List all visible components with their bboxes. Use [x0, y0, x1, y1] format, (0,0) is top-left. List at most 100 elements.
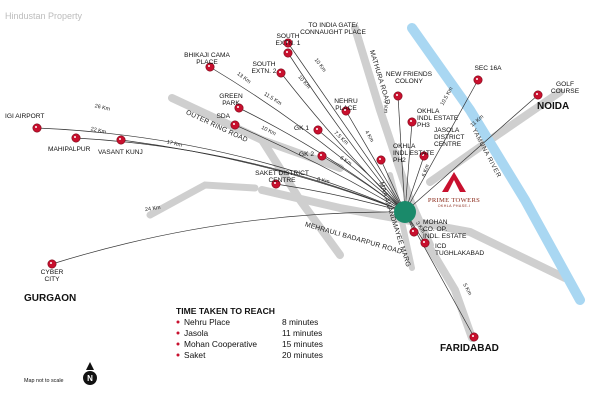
location-label: ICD: [435, 243, 447, 250]
location-pin-highlight: [423, 241, 425, 243]
location-label: DISTRICT: [434, 134, 464, 141]
location-pin[interactable]: [409, 227, 419, 237]
location-pin[interactable]: [283, 48, 293, 58]
location-pin[interactable]: [116, 135, 126, 145]
location-pin-highlight: [422, 154, 424, 156]
location-pin[interactable]: [420, 238, 430, 248]
prime-towers-logo-inner-icon: [448, 180, 460, 192]
legend-place: Mohan Cooperative: [184, 339, 257, 349]
location-label: PLACE: [335, 105, 357, 112]
location-label: GOLF: [556, 81, 574, 88]
location-pin-highlight: [316, 128, 318, 130]
region-gurgaon: GURGAON: [24, 293, 76, 304]
distance-label: 24 Km: [145, 205, 162, 213]
location-pin-highlight: [536, 93, 538, 95]
location-label: SOUTH: [252, 61, 275, 68]
location-pin-highlight: [412, 230, 414, 232]
location-pin-highlight: [237, 106, 239, 108]
distance-label: 10 Km: [296, 75, 311, 91]
route-line: [404, 94, 539, 213]
location-pin[interactable]: [71, 133, 81, 143]
legend-title: TIME TAKEN TO REACH: [176, 306, 275, 316]
legend-place: Saket: [184, 350, 206, 360]
legend-time: 8 minutes: [282, 317, 318, 327]
location-pin[interactable]: [205, 62, 215, 72]
location-label: CENTRE: [434, 141, 462, 148]
location-labels: TO INDIA GATE/CONNAUGHT PLACESOUTHEXTN. …: [5, 22, 580, 283]
location-label: SOUTH: [276, 33, 299, 40]
legend-bullet: [176, 353, 180, 357]
location-pin[interactable]: [32, 123, 42, 133]
north-letter: N: [87, 374, 93, 383]
location-label: SAKET DISTRICT: [255, 170, 309, 177]
location-label: CENTRE: [268, 177, 296, 184]
route-line: [36, 127, 406, 213]
location-label: IGI AIRPORT: [5, 113, 44, 120]
route-line: [275, 183, 406, 213]
distance-label: 11.5 Km: [263, 91, 283, 107]
location-label: TO INDIA GATE/: [308, 22, 357, 29]
location-label: EXTN. 1: [276, 40, 301, 47]
prime-towers-logo: PRIME TOWERS OKHLA PHASE-I: [428, 172, 480, 208]
legend-place: Jasola: [184, 328, 209, 338]
location-pin[interactable]: [47, 259, 57, 269]
location-pin[interactable]: [317, 151, 327, 161]
location-pin-highlight: [279, 71, 281, 73]
road-network: [146, 24, 569, 342]
location-pin-highlight: [396, 94, 398, 96]
location-pin[interactable]: [230, 120, 240, 130]
distance-label: 6 Km: [421, 163, 431, 177]
legend-place: Nehru Place: [184, 317, 230, 327]
location-label: COLONY: [395, 78, 423, 85]
location-pin[interactable]: [271, 179, 281, 189]
location-label: CITY: [44, 276, 60, 283]
location-label: BHIKAJI CAMA: [184, 52, 230, 59]
region-faridabad: FARIDABAD: [440, 343, 499, 354]
travel-time-legend: TIME TAKEN TO REACH Nehru Place 8 minutes…: [176, 306, 323, 360]
distance-label: 8 Km: [316, 177, 330, 186]
location-label: PLACE: [196, 59, 218, 66]
legend-bullet: [176, 342, 180, 346]
location-label: GREEN: [219, 93, 243, 100]
location-label: GK 2: [299, 151, 314, 158]
north-arrow-icon: [83, 371, 97, 385]
location-pin[interactable]: [313, 125, 323, 135]
location-label: SDA: [216, 113, 230, 120]
location-label: PARK: [222, 100, 240, 107]
mathura-road: [351, 24, 434, 249]
location-pin[interactable]: [407, 117, 417, 127]
legend-bullet: [176, 331, 180, 335]
location-label: MOHAN: [423, 219, 448, 226]
location-label: INDL ESTATE: [393, 150, 435, 157]
location-pin-highlight: [50, 262, 52, 264]
location-pin[interactable]: [276, 68, 286, 78]
route-line: [397, 95, 406, 213]
legend-time: 11 minutes: [282, 328, 322, 338]
route-line: [404, 211, 475, 338]
distance-label: 10.5 Km: [440, 86, 455, 107]
location-pin[interactable]: [393, 91, 403, 101]
location-label: CYBER: [41, 269, 64, 276]
location-pin[interactable]: [234, 103, 244, 113]
location-label: CONNAUGHT PLACE: [300, 29, 366, 36]
location-pin[interactable]: [473, 75, 483, 85]
location-pin[interactable]: [341, 106, 351, 116]
location-pin[interactable]: [376, 155, 386, 165]
prime-towers-marker[interactable]: [394, 201, 416, 223]
location-pin-highlight: [472, 335, 474, 337]
location-label: EXTN. 2: [252, 68, 277, 75]
location-label: CO. OP.: [423, 226, 447, 233]
route-line: [287, 42, 406, 213]
location-label: OKHLA: [393, 143, 416, 150]
region-noida: NOIDA: [537, 101, 569, 112]
north-pointer-icon: [86, 362, 94, 370]
location-label: TUGHLAKABAD: [435, 250, 484, 257]
location-pin[interactable]: [419, 151, 429, 161]
map-note: Map not to scale: [24, 378, 64, 384]
location-pin[interactable]: [469, 332, 479, 342]
location-pins: [32, 38, 543, 342]
route-line: [209, 66, 406, 213]
location-pin[interactable]: [533, 90, 543, 100]
location-pin[interactable]: [283, 38, 293, 48]
